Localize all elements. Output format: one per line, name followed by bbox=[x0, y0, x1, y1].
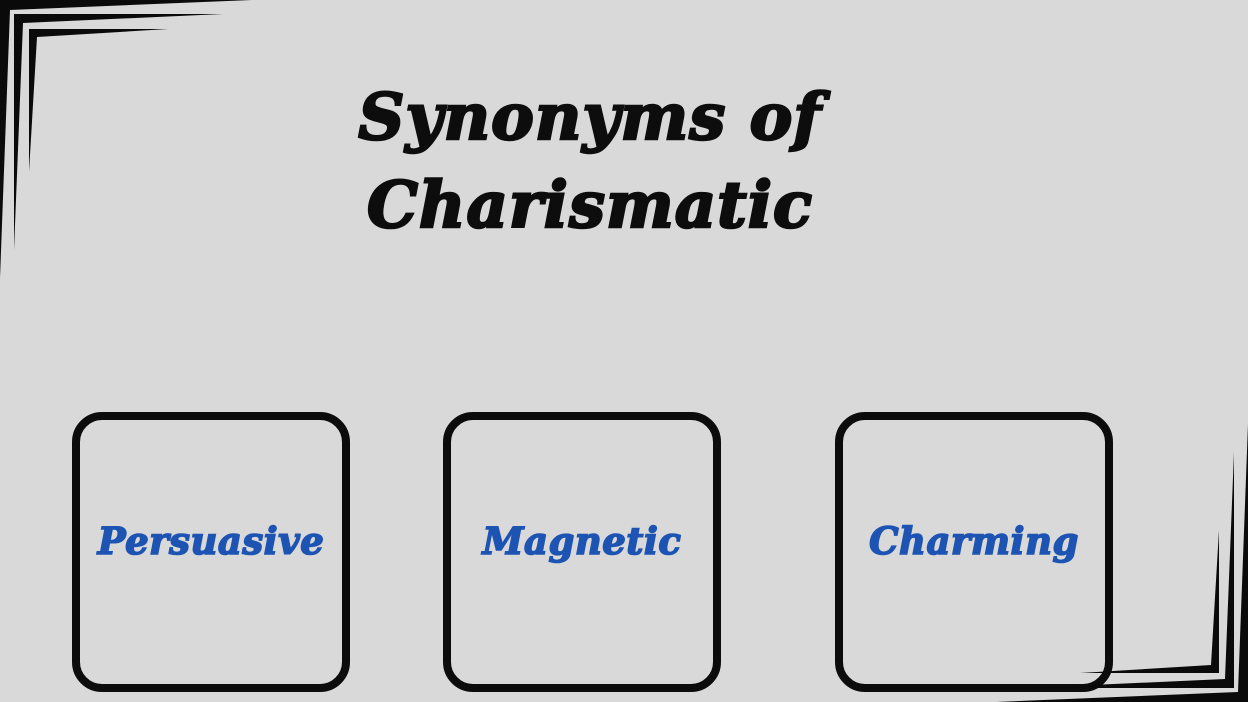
synonym-card-charming: Charming bbox=[835, 412, 1113, 692]
page-title: Synonyms of Charismatic bbox=[0, 74, 1180, 250]
synonym-card-label: Charming bbox=[868, 518, 1079, 564]
synonym-card-magnetic: Magnetic bbox=[443, 412, 721, 692]
synonym-card-label: Persuasive bbox=[97, 518, 325, 564]
page-title-line-2: Charismatic bbox=[366, 167, 814, 245]
page-title-line-1: Synonyms of bbox=[357, 79, 822, 157]
synonym-card-persuasive: Persuasive bbox=[72, 412, 350, 692]
synonym-card-label: Magnetic bbox=[482, 518, 682, 564]
